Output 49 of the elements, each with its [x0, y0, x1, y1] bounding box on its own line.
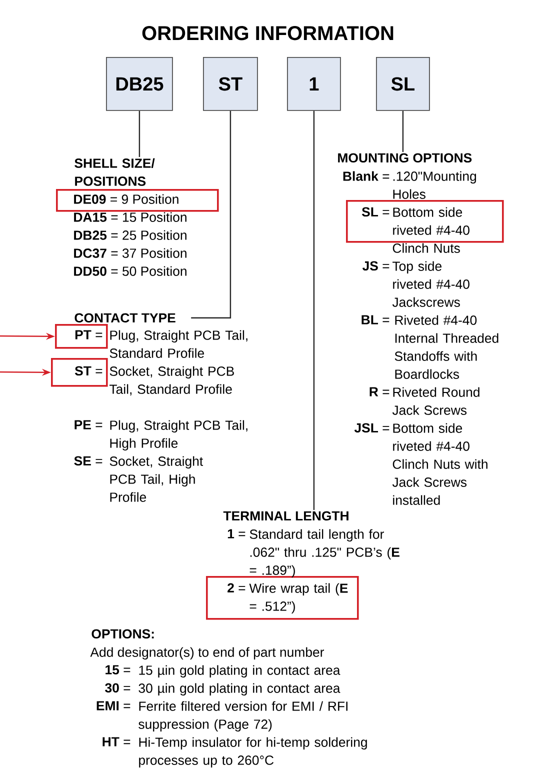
highlight-box: DE09 = 9 Position	[56, 189, 219, 212]
highlight-box: SL = Bottom side riveted #4-40	[346, 200, 504, 243]
highlight-box: PT =	[55, 324, 108, 349]
option-code: BL =	[362, 315, 390, 324]
part-number-box: 1	[287, 57, 341, 111]
connector-line	[138, 110, 140, 157]
option-code: JSL =	[354, 423, 390, 433]
option-code: EMI =	[96, 701, 130, 710]
option-code: 15 =	[106, 665, 130, 674]
part-number-box: SL	[376, 57, 430, 111]
connector-line	[402, 110, 404, 152]
option-entry: Add designator(s) to end of part number	[90, 647, 324, 660]
section-heading: MOUNTING OPTIONS	[338, 153, 472, 163]
option-description: Socket, Straight PCB Tail, High Profile	[110, 456, 203, 502]
section-heading: OPTIONS:	[92, 629, 154, 639]
option-description: Plug, Straight PCB Tail, Standard Profile	[110, 330, 248, 358]
option-description: Riveted #4-40 Internal Threaded Standoffs with Boardlocks	[394, 315, 498, 379]
option-code: JS =	[362, 261, 390, 271]
option-entry: DD50 = 50 Position	[74, 266, 186, 276]
option-description: 15 µin gold plating in contact area	[139, 665, 340, 678]
option-description: Socket, Straight PCB Tail, Standard Profile	[110, 366, 234, 396]
section-heading: TERMINAL LENGTH	[223, 511, 348, 521]
option-code: 1 =	[228, 529, 246, 538]
option-code: PE =	[74, 420, 102, 430]
title: ORDERING INFORMATION	[142, 26, 394, 40]
option-code: HT =	[102, 737, 130, 746]
part-number-box: DB25	[106, 57, 173, 111]
option-description: Standard tail length for .062" thru .125" PCB’s (E = .189”)	[250, 529, 400, 578]
option-description: Riveted Round Jack Screws	[392, 387, 480, 415]
option-code: SE =	[74, 456, 102, 466]
option-entry: DC37 = 37 Position	[74, 248, 186, 258]
part-number-box: ST	[203, 57, 258, 111]
option-code: 30 =	[105, 683, 130, 693]
option-description: 30 µin gold plating in contact area	[138, 683, 340, 696]
connector-line	[313, 110, 315, 510]
highlight-box: 2 = Wire wrap tail (E = .512”)	[206, 576, 359, 620]
option-code: R =	[370, 387, 390, 396]
section-heading: CONTACT TYPE	[74, 313, 176, 323]
option-description: Bottom side riveted #4-40 Clinch Nuts with Jack Screws installed	[392, 423, 488, 505]
option-description: Top side riveted #4-40 Jackscrews	[392, 261, 470, 307]
option-code: Blank =	[343, 171, 390, 181]
option-description: Hi-Temp insulator for hi-temp soldering processes up to 260°C	[139, 737, 367, 768]
connector-line	[191, 110, 232, 318]
section-heading: SHELL SIZE/ POSITIONS	[74, 158, 155, 186]
option-entry: DB25 = 25 Position	[74, 230, 186, 240]
highlight-box: ST =	[51, 358, 108, 387]
option-description: Ferrite filtered version for EMI / RFI suppression (Page 72)	[138, 701, 348, 732]
option-description: Clinch Nuts	[392, 243, 460, 253]
option-description: Plug, Straight PCB Tail, High Profile	[110, 420, 248, 451]
